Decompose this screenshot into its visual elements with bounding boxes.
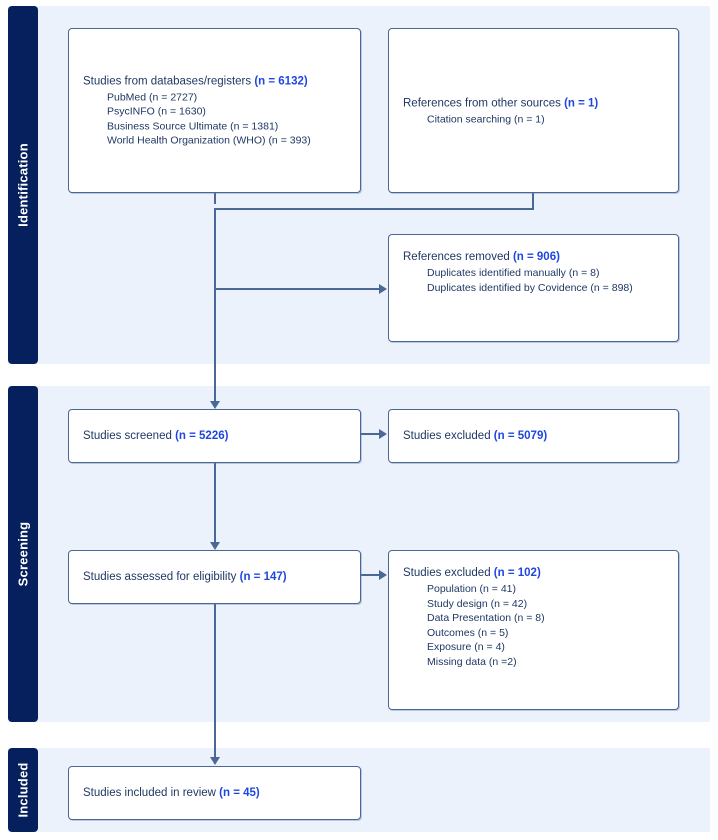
stage-tab-screening-label: Screening	[15, 521, 31, 587]
box-databases-registers-items: PubMed (n = 2727) PsycINFO (n = 1630) Bu…	[83, 90, 350, 148]
list-item: Exposure (n = 4)	[427, 641, 505, 653]
box-studies-excluded-screening-content: Studies excluded (n = 5079)	[403, 428, 668, 444]
box-other-sources[interactable]: References from other sources (n = 1) Ci…	[388, 28, 679, 193]
connector-to-removed	[214, 288, 380, 290]
box-studies-excluded-eligibility-title: Studies excluded (n = 102)	[403, 565, 668, 581]
box-other-sources-content: References from other sources (n = 1) Ci…	[403, 95, 668, 127]
connector-screened-to-excluded	[361, 433, 381, 435]
box-studies-excluded-eligibility-count: (n = 102)	[493, 567, 541, 579]
list-item: Business Source Ultimate (n = 1381)	[107, 120, 279, 132]
box-studies-excluded-eligibility-items: Population (n = 41) Study design (n = 42…	[403, 582, 668, 669]
arrow-to-removed	[379, 284, 387, 294]
stage-tab-included: Included	[8, 748, 38, 832]
box-databases-registers[interactable]: Studies from databases/registers (n = 61…	[68, 28, 361, 193]
list-item: PsycINFO (n = 1630)	[107, 105, 206, 118]
arrow-to-eligibility	[210, 542, 220, 550]
connector-screened-to-eligibility	[214, 463, 216, 545]
box-databases-registers-title-text: Studies from databases/registers	[83, 75, 255, 87]
box-studies-screened-count: (n = 5226)	[175, 430, 229, 442]
box-references-removed-content: References removed (n = 906) Duplicates …	[403, 249, 668, 295]
box-studies-included[interactable]: Studies included in review (n = 45)	[68, 766, 361, 820]
box-studies-excluded-eligibility-title-text: Studies excluded	[403, 567, 494, 579]
box-studies-excluded-screening-count: (n = 5079)	[493, 430, 548, 442]
stage-tab-included-label: Included	[15, 762, 31, 818]
list-item: World Health Organization (WHO) (n = 393…	[107, 134, 311, 147]
arrow-to-included	[210, 757, 220, 765]
list-item: Missing data (n =2)	[427, 655, 517, 668]
connector-databases-down	[214, 192, 216, 204]
arrow-to-excluded-screening	[379, 429, 387, 439]
connector-eligibility-to-included	[214, 604, 216, 760]
connector-main-spine	[214, 208, 216, 404]
box-studies-screened[interactable]: Studies screened (n = 5226)	[68, 409, 361, 463]
arrow-to-screened	[210, 401, 220, 409]
stage-tab-identification-label: Identification	[15, 143, 31, 227]
connector-merge-bus	[214, 208, 534, 210]
box-studies-assessed-eligibility-content: Studies assessed for eligibility (n = 14…	[83, 569, 350, 585]
box-studies-excluded-eligibility[interactable]: Studies excluded (n = 102) Population (n…	[388, 550, 679, 710]
box-databases-registers-count: (n = 6132)	[254, 75, 308, 87]
box-studies-excluded-screening-title-text: Studies excluded	[403, 430, 494, 442]
box-studies-screened-title: Studies screened (n = 5226)	[83, 428, 350, 444]
box-studies-included-title: Studies included in review (n = 45)	[83, 785, 350, 801]
list-item: Study design (n = 42)	[427, 597, 528, 610]
box-studies-assessed-eligibility-title: Studies assessed for eligibility (n = 14…	[83, 569, 350, 585]
box-studies-assessed-eligibility-count: (n = 147)	[239, 571, 287, 583]
box-studies-assessed-eligibility[interactable]: Studies assessed for eligibility (n = 14…	[68, 550, 361, 604]
box-other-sources-title: References from other sources (n = 1)	[403, 95, 668, 111]
box-studies-excluded-screening-title: Studies excluded (n = 5079)	[403, 428, 668, 444]
box-references-removed-title-text: References removed	[403, 251, 513, 263]
box-studies-included-count: (n = 45)	[219, 787, 260, 799]
box-studies-included-content: Studies included in review (n = 45)	[83, 785, 350, 801]
box-studies-excluded-eligibility-content: Studies excluded (n = 102) Population (n…	[403, 565, 668, 669]
list-item: Duplicates identified manually (n = 8)	[427, 267, 600, 279]
box-studies-included-title-text: Studies included in review	[83, 787, 220, 799]
box-other-sources-title-text: References from other sources	[403, 96, 565, 109]
list-item: Citation searching (n = 1)	[427, 112, 545, 125]
box-studies-screened-content: Studies screened (n = 5226)	[83, 428, 350, 444]
list-item: Population (n = 41)	[427, 583, 517, 595]
box-studies-excluded-screening[interactable]: Studies excluded (n = 5079)	[388, 409, 679, 463]
box-other-sources-items: Citation searching (n = 1)	[403, 112, 668, 127]
box-studies-assessed-eligibility-title-text: Studies assessed for eligibility	[83, 571, 240, 583]
box-databases-registers-content: Studies from databases/registers (n = 61…	[83, 73, 350, 148]
list-item: Data Presentation (n = 8)	[427, 612, 545, 624]
box-references-removed[interactable]: References removed (n = 906) Duplicates …	[388, 234, 679, 342]
list-item: Outcomes (n = 5)	[427, 626, 509, 639]
stage-tab-screening: Screening	[8, 386, 38, 722]
connector-eligibility-to-excluded	[361, 574, 381, 576]
list-item: PubMed (n = 2727)	[107, 91, 198, 103]
box-other-sources-count: (n = 1)	[564, 96, 599, 109]
box-studies-screened-title-text: Studies screened	[83, 430, 176, 442]
box-references-removed-title: References removed (n = 906)	[403, 249, 668, 265]
box-references-removed-count: (n = 906)	[512, 251, 560, 263]
box-references-removed-items: Duplicates identified manually (n = 8) D…	[403, 266, 668, 295]
arrow-to-excluded-eligibility	[379, 570, 387, 580]
connector-other-sources-down	[532, 192, 534, 210]
list-item: Duplicates identified by Covidence (n = …	[427, 281, 633, 294]
box-databases-registers-title: Studies from databases/registers (n = 61…	[83, 73, 350, 89]
stage-tab-identification: Identification	[8, 6, 38, 364]
